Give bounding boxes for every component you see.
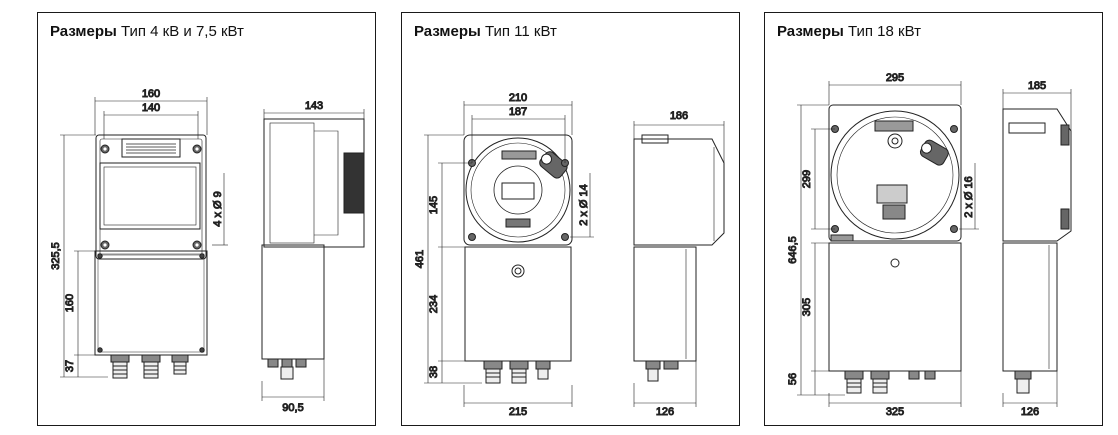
front-lower-box <box>94 250 208 356</box>
drawing-type-11kw: 210 187 461 145 234 38 215 2 x Ø 14 186 … <box>414 92 725 419</box>
dim-side-width: 143 <box>305 100 323 112</box>
dim-height-top: 145 <box>428 196 440 214</box>
dim-height-box: 305 <box>801 298 813 316</box>
dim-side-depth: 90,5 <box>282 402 303 414</box>
dim-height-total: 325,5 <box>50 242 62 270</box>
cable-glands <box>483 360 551 384</box>
drawing-type-18kw: 295 646,5 299 305 56 325 2 x Ø 16 185 12… <box>787 72 1072 419</box>
dim-side-depth: 126 <box>1021 406 1039 418</box>
dim-width-total: 160 <box>142 88 160 100</box>
lock-icon <box>890 258 900 268</box>
side-upper-housing <box>633 138 725 246</box>
panel-type-18kw: Размеры Тип 18 кВт 295 <box>764 12 1103 426</box>
front-round-cover <box>465 137 571 243</box>
dim-width-inner: 187 <box>509 106 527 118</box>
dim-side-width: 185 <box>1028 80 1046 92</box>
cable-glands <box>844 370 936 394</box>
dim-bottom-width: 215 <box>509 406 527 418</box>
front-upper-housing <box>463 134 573 246</box>
front-display-panel <box>99 162 201 230</box>
dim-height-gland: 37 <box>64 360 76 372</box>
front-lower-box <box>828 242 962 372</box>
panel-title: Размеры Тип 4 кВ и 7,5 кВт <box>50 23 244 40</box>
dim-width-inner: 140 <box>142 102 160 114</box>
dim-height-box: 160 <box>64 294 76 312</box>
dim-holes: 4 x Ø 9 <box>212 191 224 226</box>
front-round-cover <box>830 110 960 240</box>
panel-title: Размеры Тип 11 кВт <box>414 23 557 40</box>
dim-holes: 2 x Ø 14 <box>578 184 590 226</box>
front-upper-housing <box>95 134 207 260</box>
dim-holes: 2 x Ø 16 <box>963 176 975 218</box>
dim-height-gland: 56 <box>787 373 799 385</box>
side-heatsink <box>343 152 365 214</box>
panel-type-11kw: Размеры Тип 11 кВт 21 <box>401 12 740 426</box>
dim-width-total: 295 <box>886 72 904 84</box>
drawing-type-4-7-5kw: 160 140 325,5 160 37 4 x Ø 9 143 90,5 <box>50 88 365 415</box>
panel-type-4-7-5kw: Размеры Тип 4 кВ и 7,5 кВт <box>37 12 376 426</box>
cable-glands <box>110 354 189 379</box>
dim-height-total: 461 <box>414 250 426 268</box>
panel-title: Размеры Тип 18 кВт <box>777 23 921 40</box>
dim-height-box: 234 <box>428 295 440 313</box>
dim-height-gland: 38 <box>428 366 440 378</box>
lock-icon <box>511 264 525 278</box>
dim-height-top: 299 <box>801 170 813 188</box>
dim-height-total: 646,5 <box>787 236 799 264</box>
side-lower-box <box>633 246 697 362</box>
dim-side-width: 186 <box>670 110 688 122</box>
side-lower-box <box>261 244 325 360</box>
side-upper-housing <box>1002 108 1072 242</box>
dim-bottom-width: 325 <box>886 406 904 418</box>
front-terminal-strip <box>121 138 181 158</box>
dim-width-total: 210 <box>509 92 527 104</box>
front-lower-box <box>464 246 572 362</box>
front-upper-housing <box>828 104 962 242</box>
dim-side-depth: 126 <box>656 406 674 418</box>
